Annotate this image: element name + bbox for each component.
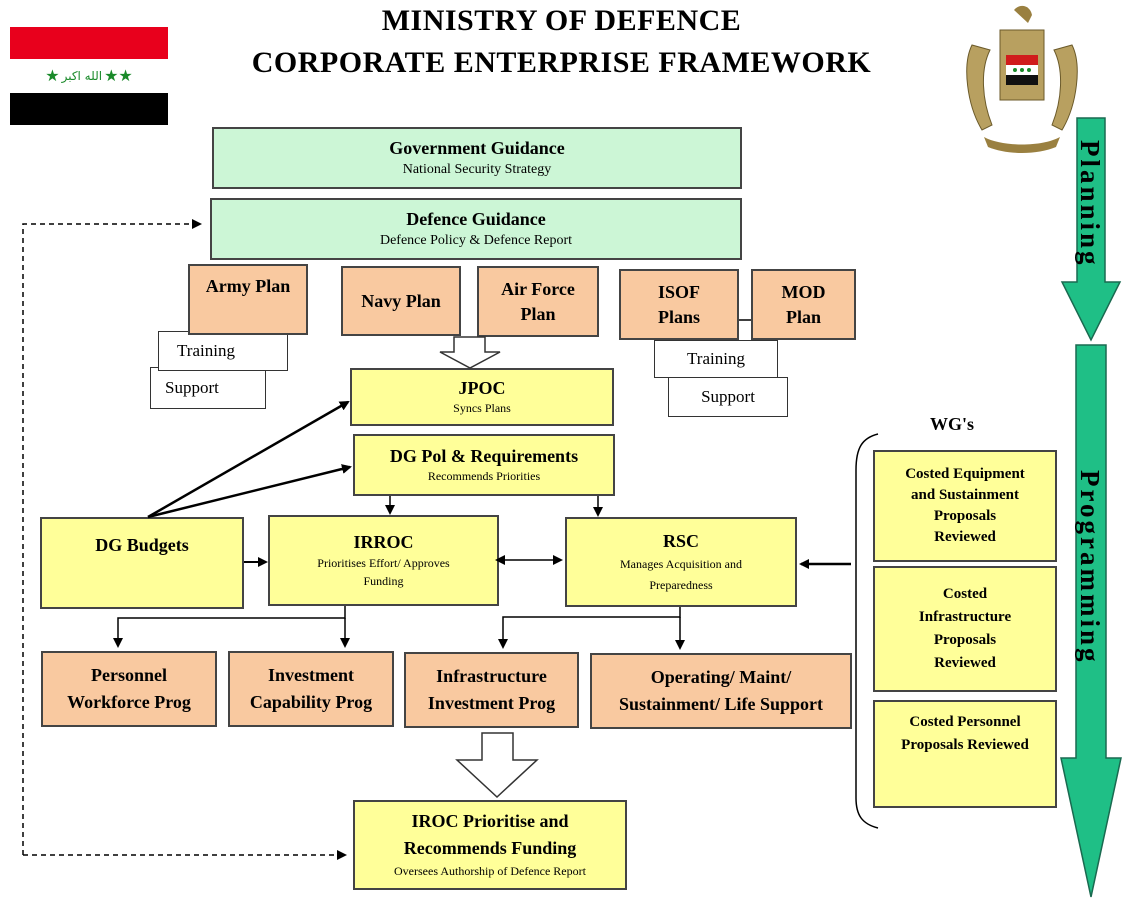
investment-capability-prog-box: Investment Capability Prog xyxy=(228,651,394,727)
government-guidance-title: Government Guidance xyxy=(389,137,565,158)
flag-text: الله اكبر xyxy=(61,68,103,83)
wg-equipment-line-2: and Sustainment xyxy=(911,486,1019,503)
iroc-subtitle: Oversees Authorship of Defence Report xyxy=(394,863,586,878)
wg-personnel-line-1: Costed Personnel xyxy=(909,714,1021,730)
wg-equipment-box: Costed Equipment and Sustainment Proposa… xyxy=(873,450,1057,562)
rsc-title: RSC xyxy=(662,530,699,551)
defence-guidance-subtitle: Defence Policy & Defence Report xyxy=(379,233,573,249)
title-line-1: MINISTRY OF DEFENCE xyxy=(381,4,742,37)
wg-infrastructure-line-4: Reviewed xyxy=(934,655,996,672)
wg-infrastructure-line-1: Costed xyxy=(942,585,988,602)
mod-plan-label-2: Plan xyxy=(785,306,821,327)
support-label: Support xyxy=(701,387,755,407)
isof-plans-box: ISOF Plans xyxy=(619,269,739,340)
wg-personnel-box: Costed Personnel Proposals Reviewed xyxy=(873,700,1057,808)
air-force-plan-box: Air Force Plan xyxy=(477,266,599,337)
wg-infrastructure-line-2: Infrastructure xyxy=(918,608,1012,625)
iraq-flag: ★ الله اكبر ★★ xyxy=(10,27,168,125)
army-plan-label: Army Plan xyxy=(205,276,291,296)
personnel-workforce-prog-box: Personnel Workforce Prog xyxy=(41,651,217,727)
dg-budgets-box: DG Budgets xyxy=(40,517,244,609)
wg-infrastructure-line-3: Proposals xyxy=(933,632,997,648)
operating-prog-label-1: Operating/ Maint/ xyxy=(650,667,792,688)
infrastructure-prog-label-2: Investment Prog xyxy=(427,693,556,713)
programming-label: Programming xyxy=(1075,470,1105,665)
army-plan-box: Army Plan xyxy=(188,264,308,335)
planning-label: Planning xyxy=(1075,140,1105,268)
training-label: Training xyxy=(177,341,235,361)
rsc-box: RSC Manages Acquisition and Preparedness xyxy=(565,517,797,607)
training-box-right: Training xyxy=(654,340,778,378)
rsc-subtitle-1: Manages Acquisition and xyxy=(620,556,742,571)
support-box-right: Support xyxy=(668,377,788,417)
wg-label: WG's xyxy=(930,414,975,434)
iroc-box: IROC Prioritise and Recommends Funding O… xyxy=(353,800,627,890)
navy-plan-label: Navy Plan xyxy=(361,290,441,311)
air-force-plan-label-2: Plan xyxy=(520,303,556,324)
infrastructure-investment-prog-box: Infrastructure Investment Prog xyxy=(404,652,579,728)
wg-equipment-line-1: Costed Equipment xyxy=(905,465,1025,482)
dg-budgets-title: DG Budgets xyxy=(95,535,189,555)
isof-plans-label-2: Plans xyxy=(657,306,700,327)
jpoc-subtitle: Syncs Plans xyxy=(453,401,511,416)
flag-star-icon: ★★ xyxy=(104,67,133,85)
support-label: Support xyxy=(165,378,219,398)
training-label: Training xyxy=(687,349,745,369)
investment-prog-label-1: Investment xyxy=(268,665,354,686)
irroc-box: IRROC Prioritises Effort/ Approves Fundi… xyxy=(268,515,499,606)
dg-pol-subtitle: Recommends Priorities xyxy=(427,469,541,484)
defence-guidance-box: Defence Guidance Defence Policy & Defenc… xyxy=(210,198,742,260)
personnel-prog-label-1: Personnel xyxy=(91,665,167,686)
dg-pol-title: DG Pol & Requirements xyxy=(389,445,579,466)
budgets-to-dgpol-arrow xyxy=(147,464,352,519)
rsc-subtitle-2: Preparedness xyxy=(649,578,713,593)
infrastructure-prog-label-1: Infrastructure xyxy=(436,666,547,687)
programs-to-iroc-arrow xyxy=(455,732,539,799)
investment-prog-label-2: Capability Prog xyxy=(249,692,373,712)
wg-equipment-line-3: Proposals xyxy=(933,508,997,524)
title-line-2: CORPORATE ENTERPRISE FRAMEWORK xyxy=(251,46,872,79)
flag-star-icon: ★ xyxy=(45,67,60,85)
iroc-title-2: Recommends Funding xyxy=(403,838,577,859)
budgets-to-jpoc-arrow xyxy=(147,400,350,519)
operating-prog-label-2: Sustainment/ Life Support xyxy=(618,694,824,714)
air-force-plan-label-1: Air Force xyxy=(501,278,575,299)
mod-plan-label-1: MOD xyxy=(781,281,826,302)
irroc-subtitle-2: Funding xyxy=(363,573,404,588)
government-guidance-box: Government Guidance National Security St… xyxy=(212,127,742,189)
operating-maint-sustainment-box: Operating/ Maint/ Sustainment/ Life Supp… xyxy=(590,653,852,729)
support-box-left: Support xyxy=(150,367,266,409)
personnel-prog-label-2: Workforce Prog xyxy=(67,692,191,712)
jpoc-title: JPOC xyxy=(458,377,506,398)
iroc-title-1: IROC Prioritise and xyxy=(411,811,569,832)
irroc-subtitle-1: Prioritises Effort/ Approves xyxy=(317,556,450,571)
government-guidance-subtitle: National Security Strategy xyxy=(402,162,552,178)
isof-plans-label-1: ISOF xyxy=(657,281,700,302)
mod-plan-box: MOD Plan xyxy=(751,269,856,340)
plans-to-jpoc-arrow xyxy=(439,336,501,369)
dg-pol-requirements-box: DG Pol & Requirements Recommends Priorit… xyxy=(353,434,615,496)
rsc-branch xyxy=(498,607,681,649)
wg-personnel-line-2: Proposals Reviewed xyxy=(901,737,1029,754)
irroc-branch xyxy=(113,606,346,648)
defence-guidance-title: Defence Guidance xyxy=(406,208,546,229)
navy-plan-box: Navy Plan xyxy=(341,266,461,336)
training-box-left: Training xyxy=(158,331,288,371)
irroc-title: IRROC xyxy=(353,532,414,553)
jpoc-box: JPOC Syncs Plans xyxy=(350,368,614,426)
wg-infrastructure-box: Costed Infrastructure Proposals Reviewed xyxy=(873,566,1057,692)
wg-equipment-line-4: Reviewed xyxy=(934,529,996,546)
